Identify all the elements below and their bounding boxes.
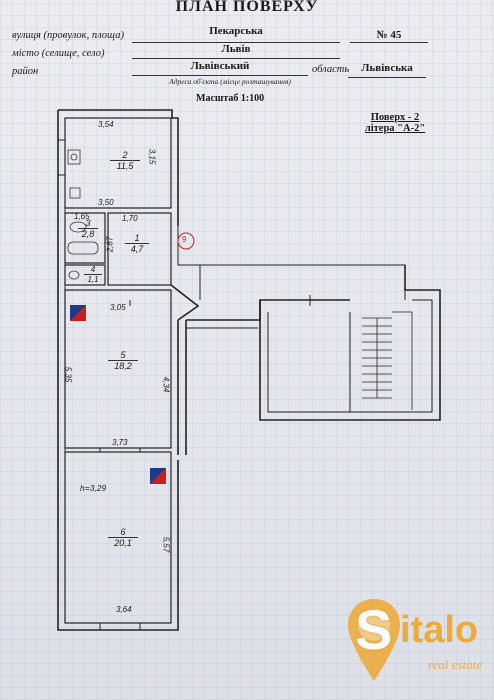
district-label: район [12, 66, 39, 77]
staircase [362, 311, 413, 410]
building-outline [180, 264, 406, 300]
room-2-label: 2 11,5 [110, 150, 140, 171]
sink-fixture [69, 187, 81, 199]
ceiling-height-note: h=3,29 [80, 483, 107, 493]
room-2-number: 2 [122, 150, 128, 160]
city-label: місто (селище, село) [12, 48, 105, 59]
house-number: № 45 [376, 29, 402, 41]
west-wall [57, 110, 179, 631]
document-title: ПЛАН ПОВЕРХУ [175, 0, 319, 15]
room-5-area: 18,2 [108, 360, 138, 371]
marker-circle [177, 232, 195, 250]
dim-label: 5,35 [63, 366, 73, 383]
stair-block [259, 265, 441, 421]
bathtub-fixture [67, 241, 99, 255]
street-value: Пекарська [209, 25, 263, 37]
room-2-outline [64, 117, 172, 209]
room-6-number: 6 [120, 527, 126, 537]
scale-label: Масштаб 1:100 [196, 93, 265, 104]
room-4-label: 4 1,1 [84, 265, 102, 284]
washbasin-fixture [69, 221, 87, 233]
room-3-area: 2,8 [78, 228, 98, 239]
room-4-number: 4 [90, 265, 96, 274]
room-3-outline [64, 212, 106, 264]
dim-label: 4,34 [161, 376, 171, 393]
dim-label: 3,73 [112, 438, 128, 447]
marker-number: 9 [182, 235, 187, 244]
radiator-markers [70, 305, 166, 484]
north-wall [58, 109, 179, 226]
dim-label: 3,15 [147, 148, 157, 165]
central-wall [177, 320, 187, 455]
room-5-outline [64, 289, 172, 449]
district-value: Львівський [190, 60, 250, 72]
room-4-area: 1,1 [84, 274, 102, 284]
stove-fixture [67, 149, 81, 165]
sitalo-logo: S italo real estate [344, 595, 494, 695]
region-label: область [312, 64, 350, 75]
dim-label: 3,50 [98, 198, 114, 207]
address-caption: Адреса об'єкта (місце розташування) [169, 77, 291, 86]
toilet-fixture [68, 270, 80, 280]
region-value: Львівська [361, 62, 413, 74]
room-5-number: 5 [120, 350, 126, 360]
room-5-label: 5 18,2 [108, 350, 138, 371]
corridor-diagonal [170, 284, 200, 321]
logo-tagline: real estate [428, 657, 483, 672]
logo-initial: S [355, 598, 393, 661]
dim-label: 5,57 [161, 536, 171, 553]
floor-info: Поверх - 2 літера "А-2" [340, 112, 450, 134]
dim-label: 1,65 [74, 212, 90, 221]
dim-label: 2,87 [105, 236, 115, 253]
room-3-number: 3 [85, 218, 91, 228]
dim-label: 3,54 [98, 120, 114, 129]
dim-label: 1,70 [122, 214, 138, 223]
room-2-area: 11,5 [110, 160, 140, 171]
dim-label: 3,05 [110, 303, 126, 312]
room-1-label: 1 4,7 [125, 233, 149, 254]
room-4-outline [64, 264, 106, 286]
room-1-outline [107, 212, 172, 286]
location-pin-icon [348, 599, 400, 681]
logo-name: italo [400, 609, 479, 651]
room-1-area: 4,7 [125, 243, 149, 254]
room-6-label: 6 20,1 [108, 527, 138, 548]
letter-label: літера "А-2" [364, 123, 426, 134]
dim-label: 3,64 [116, 605, 132, 614]
city-value: Львів [221, 43, 251, 55]
room-1-number: 1 [134, 233, 140, 243]
floor-label: Поверх - 2 [370, 112, 420, 123]
room-6-outline [64, 451, 172, 624]
room-3-label: 3 2,8 [78, 218, 98, 239]
room-6-area: 20,1 [108, 537, 138, 548]
street-label: вулиця (провулок, площа) [12, 30, 124, 41]
